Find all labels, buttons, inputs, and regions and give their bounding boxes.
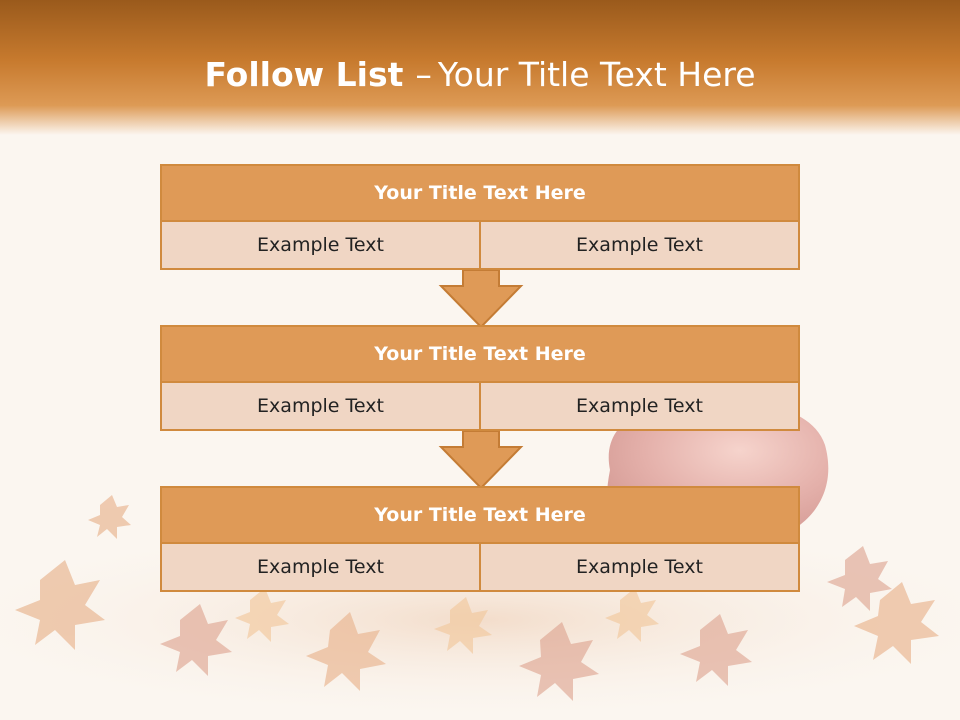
block-left-text: Example Text bbox=[257, 556, 384, 578]
down-arrow-icon bbox=[438, 270, 524, 328]
down-arrow-icon bbox=[438, 431, 524, 489]
slide-title: Follow List–Your Title Text Here bbox=[0, 52, 960, 98]
title-rest-part: Your Title Text Here bbox=[437, 55, 756, 94]
slide-header-band bbox=[0, 0, 960, 135]
title-bold-part: Follow List bbox=[204, 55, 404, 94]
block-left-text: Example Text bbox=[257, 234, 384, 256]
block-title: Your Title Text Here bbox=[162, 166, 798, 222]
block-title: Your Title Text Here bbox=[162, 327, 798, 383]
title-separator: – bbox=[415, 55, 432, 94]
block-right-text: Example Text bbox=[479, 383, 798, 429]
block-left-text: Example Text bbox=[257, 395, 384, 417]
list-block-3: Your Title Text Here Example Text Exampl… bbox=[160, 486, 800, 592]
block-title: Your Title Text Here bbox=[162, 488, 798, 544]
block-right-text: Example Text bbox=[479, 222, 798, 268]
list-block-1: Your Title Text Here Example Text Exampl… bbox=[160, 164, 800, 270]
block-right-text: Example Text bbox=[479, 544, 798, 590]
list-block-2: Your Title Text Here Example Text Exampl… bbox=[160, 325, 800, 431]
